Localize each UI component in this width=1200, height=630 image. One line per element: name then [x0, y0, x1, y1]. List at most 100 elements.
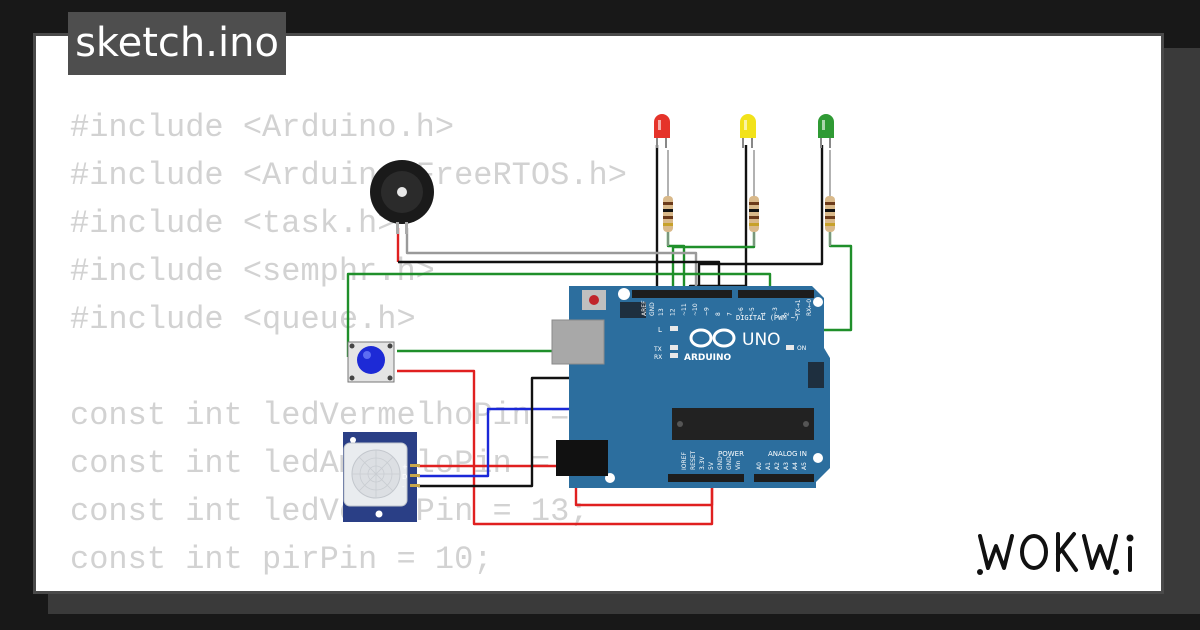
chip-dot [803, 421, 809, 427]
led-body [654, 114, 670, 138]
code-line: #include <semphr.h> [70, 253, 435, 290]
resistor-band [749, 216, 759, 219]
pir-sensor[interactable]: + D - [343, 432, 420, 522]
file-tab[interactable]: sketch.ino [68, 12, 286, 75]
digital-header-1 [632, 290, 732, 298]
resistor-band [825, 216, 835, 219]
code-line: #include <task.h> [70, 205, 397, 242]
led-highlight [744, 120, 747, 130]
pir-pin-label: + [402, 463, 408, 471]
resistor-band [663, 202, 673, 205]
resistor-band [825, 209, 835, 212]
analog-header [754, 474, 814, 482]
board-name: UNO [742, 330, 781, 350]
icsp-header-right [808, 362, 824, 388]
digital-label: DIGITAL (PWM ~) [736, 314, 799, 322]
resistor-band [663, 223, 673, 226]
pin-label: AREF [641, 300, 648, 316]
pin-label: 4 [761, 312, 768, 316]
pir-pin-labels: + D - [402, 463, 408, 491]
arduino-logo-icon [689, 328, 736, 348]
pin-label: ~9 [704, 307, 711, 316]
yellow-led[interactable] [740, 114, 756, 148]
red-led[interactable] [654, 114, 670, 148]
resistor[interactable] [749, 196, 759, 232]
wire-buzzer-black [398, 260, 721, 296]
tx-led [670, 345, 678, 350]
pin-label: GND [649, 302, 656, 316]
atmega-chip [672, 408, 814, 440]
on-led [786, 345, 794, 350]
led-highlight [822, 120, 825, 130]
chip-dot [677, 421, 683, 427]
pin-label: ~11 [681, 303, 688, 316]
usb-port [551, 319, 605, 365]
power-jack [556, 440, 608, 476]
tx-label: TX [653, 346, 662, 353]
wire-red-led-resistor [666, 232, 686, 295]
analog-label: ANALOG IN [768, 450, 807, 458]
green-led[interactable] [818, 114, 834, 148]
code-line: #include <Arduino.h> [70, 109, 455, 146]
pin-label: TX→1 [795, 299, 802, 317]
wire-button-red [397, 369, 714, 526]
resistors [663, 150, 835, 246]
pin-label: Vin [735, 460, 742, 470]
pin-label: RESET [690, 450, 697, 470]
pin-label: ~5 [749, 307, 756, 316]
pin-label: 12 [669, 308, 676, 316]
pin-label: A0 [756, 462, 763, 470]
wokwi-logo [977, 532, 1134, 575]
pin-label: 8 [715, 312, 722, 316]
code-line: const int botaoLedPin = 4; [70, 584, 646, 591]
pin-label: ~6 [738, 307, 745, 316]
code-preview: #include <Arduino.h> #include <Arduino_Fr… [70, 104, 646, 591]
board-brand: ARDUINO [684, 353, 732, 363]
file-tab-label: sketch.ino [75, 20, 279, 66]
resistor-band [749, 209, 759, 212]
pin-label: A2 [774, 462, 781, 470]
wire-pir-vcc [418, 464, 714, 507]
pin-label: GND [717, 456, 724, 470]
mounting-hole [813, 453, 823, 463]
piezo-buzzer[interactable] [370, 160, 434, 234]
mounting-hole [618, 288, 630, 300]
resistor[interactable] [663, 196, 673, 232]
mounting-hole [813, 297, 823, 307]
resistor-band [663, 209, 673, 212]
pin-label: 3.3V [699, 455, 706, 470]
power-label: POWER [718, 450, 744, 458]
pin-label: 7 [726, 312, 733, 316]
pin-label: IOREF [681, 452, 688, 470]
pin-label: A5 [801, 462, 808, 470]
arduino-uno-board[interactable]: UNO ARDUINO DIGITAL (PWM ~) POWER ANALOG… [551, 286, 830, 488]
resistor[interactable] [825, 196, 835, 232]
pin-label: A4 [792, 462, 799, 470]
led-body [740, 114, 756, 138]
pin-label: 13 [658, 308, 665, 316]
reset-button-cap [589, 295, 599, 305]
push-button[interactable] [347, 341, 395, 383]
pin-label: GND [726, 456, 733, 470]
pin-label: A1 [765, 462, 772, 470]
resistor-band [749, 223, 759, 226]
pir-pin-label: - [402, 483, 405, 491]
resistor-band [825, 223, 835, 226]
pir-pin-label: D [402, 473, 407, 481]
wire-button-green [346, 272, 772, 357]
power-header [668, 474, 744, 482]
resistor-band [825, 202, 835, 205]
code-line: #include <queue.h> [70, 301, 416, 338]
rx-led [670, 353, 678, 358]
code-line: const int pirPin = 10; [70, 541, 493, 578]
rx-label: RX [654, 354, 662, 361]
led-highlight [658, 120, 661, 130]
pin-label: A3 [783, 462, 790, 470]
on-label: ON [797, 345, 806, 352]
pin-label: 5V [708, 461, 715, 470]
wire-green-led-cathode [697, 145, 824, 296]
code-line: #include <Arduino_FreeRTOS.h> [70, 157, 627, 194]
